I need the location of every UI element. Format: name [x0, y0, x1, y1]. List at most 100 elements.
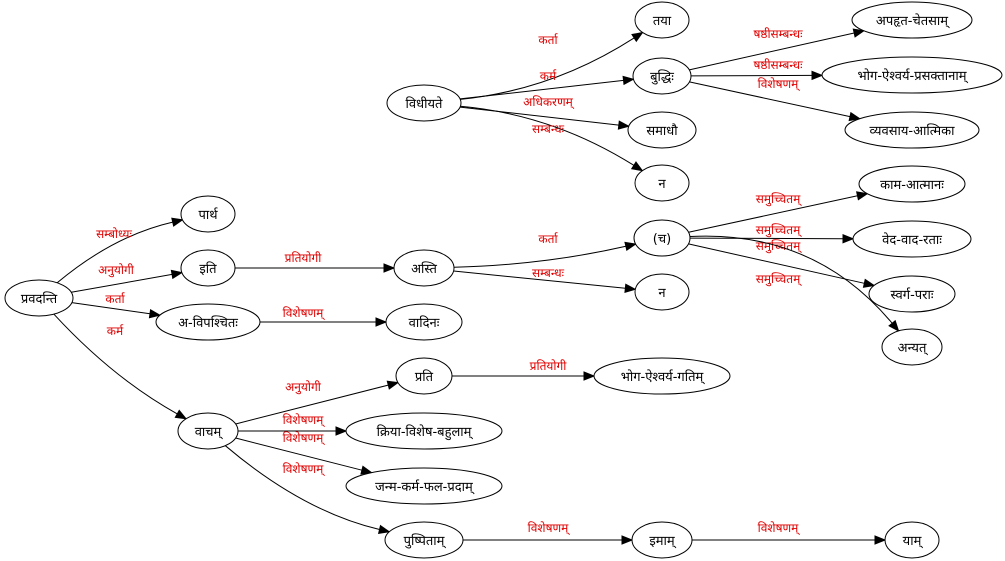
edge-label: अनुयोगी — [285, 380, 322, 395]
edge-label: विशेषणम् — [758, 77, 801, 92]
edge-line — [235, 437, 363, 471]
node-yam: याम् — [884, 521, 940, 559]
edge-label: कर्ता — [538, 33, 558, 47]
node-partha: पार्थ — [180, 195, 236, 233]
node-ellipse — [821, 56, 1003, 94]
edge-pushpitam-to-imam: विशेषणम् — [463, 521, 634, 545]
arrowhead — [624, 283, 637, 293]
node-ellipse — [395, 357, 453, 395]
node-ellipse — [851, 1, 973, 39]
arrowhead — [174, 409, 188, 420]
node-label: काम-आत्मानः — [880, 178, 944, 193]
edge-label: विशेषणम् — [283, 462, 326, 477]
edge-vidhiyate-to-na1: सम्बन्धः — [460, 105, 644, 172]
node-ellipse — [634, 273, 690, 311]
arrowhead — [377, 524, 391, 535]
node-label: (च) — [653, 232, 671, 247]
edge-vacham-to-pushpitam: विशेषणम् — [225, 445, 391, 535]
edge-label: विशेषणम् — [283, 413, 326, 428]
node-taya: तया — [634, 1, 690, 39]
node-ellipse — [852, 220, 972, 258]
node-ellipse — [180, 249, 236, 287]
edge-asti-to-cha: कर्ता — [453, 232, 637, 268]
node-label: स्वर्ग-पराः — [891, 287, 934, 303]
node-svargaparah: स्वर्ग-पराः — [868, 275, 956, 313]
node-ellipse — [4, 279, 74, 317]
edge-label: प्रतियोगी — [285, 251, 323, 265]
edge-line — [459, 106, 619, 126]
edge-label: सम्बोध्यः — [96, 227, 132, 241]
edge-asti-to-na2: सम्बन्धः — [453, 266, 637, 293]
edge-line — [689, 235, 893, 324]
node-iti: इति — [180, 249, 236, 287]
node-label: भोग-ऐश्वर्य-प्रसक्तानाम् — [858, 68, 969, 84]
node-vidhiyate: विधीयते — [386, 84, 462, 122]
node-asti: अस्ति — [393, 249, 455, 287]
arrowhead — [335, 426, 348, 436]
node-vyavasayatmika: व्यवसाय-आत्मिका — [844, 111, 980, 149]
node-ellipse — [386, 84, 462, 122]
edge-label: विशेषणम् — [283, 431, 326, 446]
edge-line — [689, 32, 855, 71]
node-label: वाचम् — [195, 425, 224, 440]
arrowhead — [171, 217, 184, 227]
edge-line — [460, 105, 635, 166]
node-label: भोग-ऐश्वर्य-गतिम् — [621, 369, 706, 385]
edge-line — [689, 81, 851, 118]
node-samadhau: समाधौ — [627, 111, 697, 149]
node-ellipse — [345, 467, 503, 505]
node-ellipse — [868, 275, 956, 313]
arrowhead — [862, 278, 876, 288]
node-ellipse — [385, 303, 463, 341]
node-label: व्यवसाय-आत्मिका — [869, 123, 955, 139]
node-label: पुष्पिताम् — [404, 533, 447, 549]
node-label: न — [658, 177, 666, 192]
arrowhead — [852, 28, 866, 38]
edge-label: कर्ता — [105, 292, 125, 306]
node-anyat: अन्यत् — [881, 328, 943, 366]
node-label: अपहृत-चेतसाम् — [876, 13, 950, 29]
edge-line — [71, 302, 151, 315]
edge-buddhih-to-apahrtachetasam: षष्ठीसम्बन्धः — [689, 27, 866, 71]
node-ellipse — [345, 412, 503, 450]
arrowhead — [842, 233, 855, 244]
node-pushpitam: पुष्पिताम् — [384, 521, 464, 559]
edge-cha-to-kamatmanah: समुच्चितम् — [688, 191, 869, 233]
edge-line — [56, 221, 173, 284]
node-ellipse — [632, 57, 692, 95]
node-label: वेद-वाद-रताः — [882, 232, 942, 248]
edge-pravadanti-to-avipashchitah: कर्ता — [71, 292, 162, 319]
edge-buddhih-to-bhogaprasaktanam: षष्ठीसम्बन्धः — [690, 58, 824, 81]
arrowhead — [583, 371, 596, 381]
arrowhead — [375, 317, 388, 327]
edge-pravadanti-to-vacham: कर्म — [53, 313, 188, 420]
edge-label: विशेषणम् — [283, 306, 326, 321]
node-label: याम् — [903, 534, 924, 549]
edge-label: विशेषणम् — [528, 521, 571, 536]
node-ellipse — [881, 328, 943, 366]
node-na2: न — [634, 273, 690, 311]
node-ellipse — [633, 219, 691, 257]
edge-line — [235, 384, 389, 425]
node-imam: इमाम् — [631, 521, 693, 559]
edge-label: षष्ठीसम्बन्धः — [753, 27, 803, 41]
edge-label: समुच्चितम् — [756, 223, 803, 238]
node-ellipse — [393, 249, 455, 287]
edge-vacham-to-kriyavishesha: विशेषणम् — [238, 413, 348, 436]
edge-vidhiyate-to-buddhih: कर्म — [459, 69, 635, 100]
edge-label: कर्ता — [538, 232, 558, 246]
node-prati: प्रति — [395, 357, 453, 395]
node-label: इमाम् — [649, 534, 676, 549]
node-ellipse — [634, 1, 690, 39]
arrowhead — [386, 380, 400, 390]
node-ellipse — [858, 165, 966, 203]
node-apahrtachetasam: अपहृत-चेतसाम् — [851, 1, 973, 39]
edge-label: षष्ठीसम्बन्धः — [753, 58, 803, 72]
node-kamatmanah: काम-आत्मानः — [858, 165, 966, 203]
edge-label: सम्बन्धः — [532, 266, 565, 280]
edge-vacham-to-prati: अनुयोगी — [235, 380, 400, 425]
edge-line — [53, 313, 178, 415]
node-label: क्रिया-विशेष-बहुलाम् — [377, 424, 474, 441]
arrowhead — [631, 31, 644, 43]
